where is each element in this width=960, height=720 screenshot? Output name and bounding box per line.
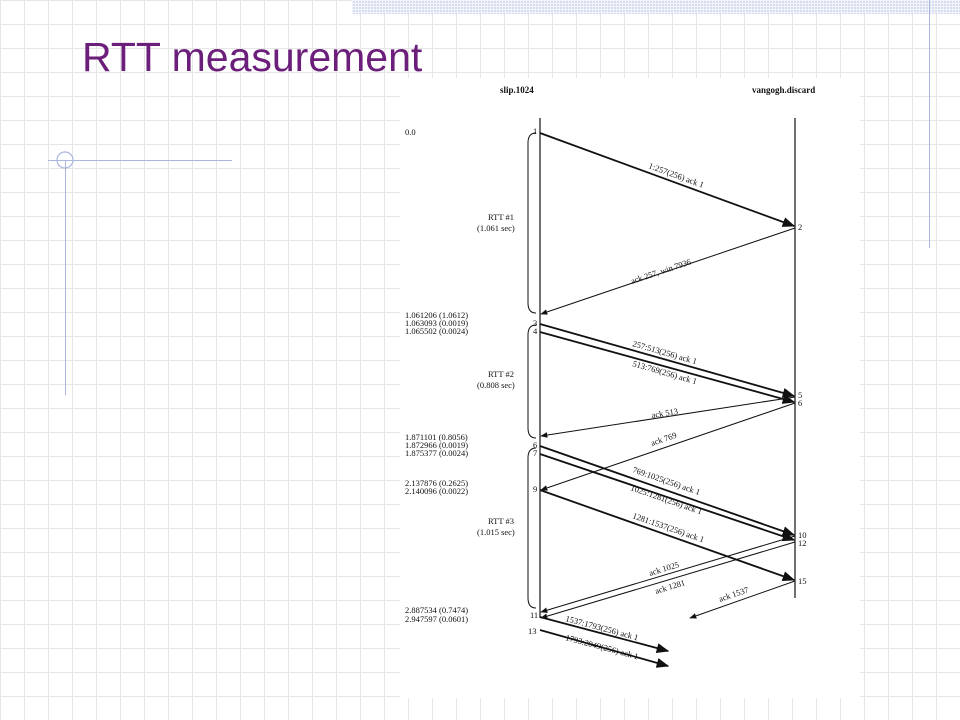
segment-arrow <box>539 616 670 653</box>
segment-number: 13 <box>528 626 537 636</box>
tcp-timeline-figure: slip.1024 vangogh.discard RTT #1 (1.061 … <box>400 78 860 698</box>
message-label: 1281:1537(256) ack 1 <box>631 510 705 544</box>
time-label: 1.871101 (0.8056) <box>405 432 468 442</box>
segment-number: 6 <box>798 398 802 408</box>
message-label: ack 1537 <box>717 584 749 604</box>
ack-arrow <box>540 227 796 315</box>
message-label: ack 1281 <box>654 577 686 596</box>
segment-arrow <box>539 331 796 404</box>
time-label: 2.947597 (0.0601) <box>405 614 468 624</box>
segment-number: 11 <box>530 610 538 620</box>
segment-number: 9 <box>533 484 537 494</box>
segment-number: 1 <box>533 126 537 136</box>
rtt-2-value: (0.808 sec) <box>477 380 515 390</box>
time-label: 2.137876 (0.2625) <box>405 478 468 488</box>
time-label: 1.063093 (0.0019) <box>405 318 468 328</box>
segment-number: 3 <box>533 318 537 328</box>
ack-arrow <box>540 535 796 613</box>
rtt-1-name: RTT #1 <box>488 212 514 222</box>
slide-title: RTT measurement <box>82 34 423 80</box>
host-right-label: vangogh.discard <box>752 85 815 95</box>
segment-number: 7 <box>533 448 537 458</box>
segment-arrow <box>539 323 796 398</box>
rtt-brace-3 <box>527 447 537 609</box>
segment-arrow <box>539 132 796 227</box>
rtt-brace-1 <box>527 132 537 314</box>
segment-arrow <box>539 489 796 581</box>
host-left-label: slip.1024 <box>500 85 534 95</box>
top-decorative-bar <box>352 0 960 14</box>
ack-arrow <box>540 402 796 491</box>
rtt-3-value: (1.015 sec) <box>477 527 515 537</box>
segment-number: 6 <box>533 440 537 450</box>
ack-arrow <box>540 541 796 619</box>
time-label: 1.061206 (1.0612) <box>405 310 468 320</box>
time-label: 2.140096 (0.0022) <box>405 486 468 496</box>
time-label: 1.875377 (0.0024) <box>405 448 468 458</box>
message-label: ack 769 <box>649 430 677 448</box>
segment-number: 5 <box>798 390 802 400</box>
segment-arrow <box>539 453 796 542</box>
ack-arrow <box>540 396 796 438</box>
segment-arrow <box>539 445 796 537</box>
segment-number: 4 <box>533 326 538 336</box>
segment-number: 12 <box>798 538 807 548</box>
rtt-brace-2 <box>527 324 537 439</box>
segment-number: 15 <box>798 576 807 586</box>
crosshair-icon <box>56 151 74 169</box>
rtt-3-name: RTT #3 <box>488 516 514 526</box>
time-label: 1.872966 (0.0019) <box>405 440 468 450</box>
segment-number: 10 <box>798 530 807 540</box>
time-label: 0.0 <box>405 127 416 137</box>
left-decorative-vertical-line <box>65 160 66 395</box>
segment-arrow <box>539 629 670 668</box>
rtt-1-value: (1.061 sec) <box>477 223 515 233</box>
right-decorative-line <box>929 0 930 248</box>
time-label: 2.887534 (0.7474) <box>405 605 468 615</box>
ack-arrow <box>689 580 796 619</box>
tcp-timeline-diagram: slip.1024 vangogh.discard RTT #1 (1.061 … <box>405 85 815 668</box>
message-label: ack 513 <box>651 406 679 420</box>
rtt-2-name: RTT #2 <box>488 369 514 379</box>
left-decorative-horizontal-line <box>48 160 232 161</box>
time-label: 1.065502 (0.0024) <box>405 326 468 336</box>
segment-number: 2 <box>798 222 802 232</box>
message-label: ack 257, win 7936 <box>629 256 692 285</box>
